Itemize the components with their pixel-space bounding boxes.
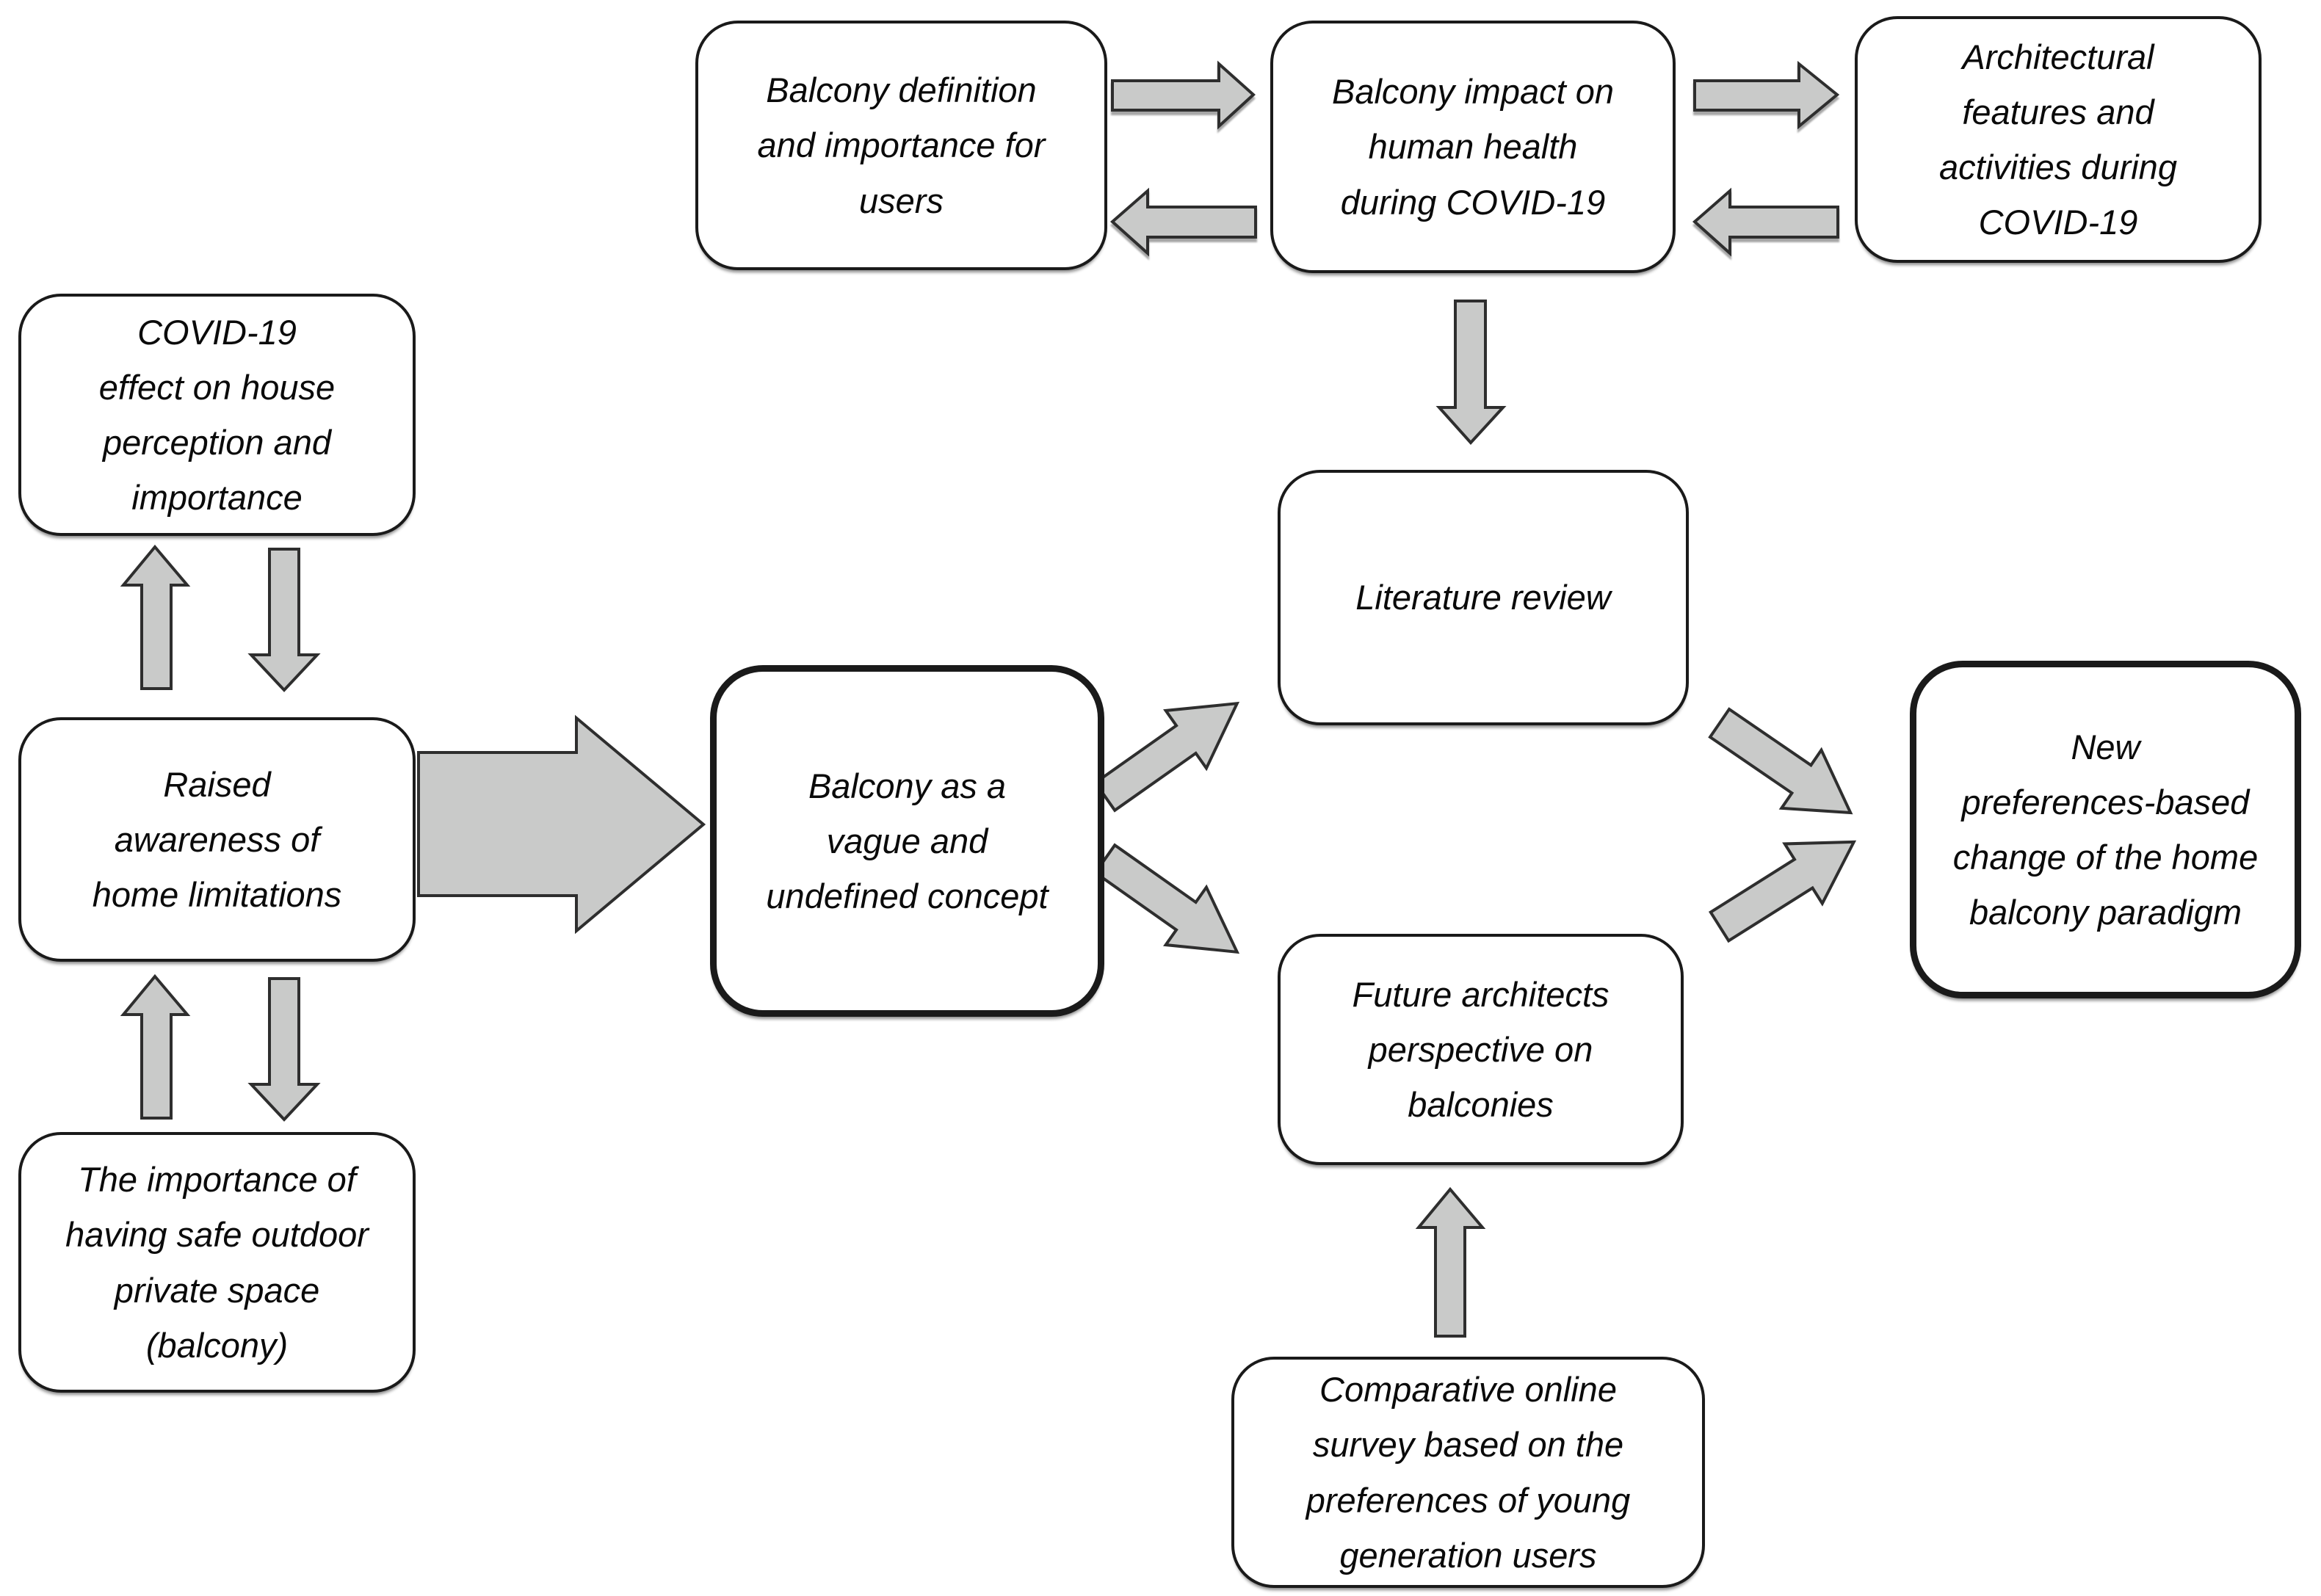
arrow-outdoor-to-raised-icon [120, 973, 191, 1120]
node-balcony-definition: Balcony definition and importance for us… [695, 21, 1107, 270]
node-future-architects: Future architects perspective on balconi… [1278, 934, 1684, 1165]
node-balcony-vague-concept: Balcony as a vague and undefined concept [710, 665, 1104, 1017]
arrow-raised-to-outdoor-icon [247, 977, 321, 1122]
node-literature-review: Literature review [1278, 470, 1689, 725]
node-comparative-survey: Comparative online survey based on the p… [1231, 1357, 1705, 1588]
arrow-literature-to-new-icon [1708, 707, 1853, 815]
arrow-vague-to-literature-icon [1093, 701, 1240, 813]
arrow-architectural-to-impact-icon [1692, 187, 1839, 257]
arrow-future-to-new-icon [1708, 840, 1857, 943]
node-new-paradigm: New preferences-based change of the home… [1910, 661, 2301, 998]
arrow-raised-to-vague-icon [417, 714, 706, 935]
arrow-definition-to-impact-icon [1111, 60, 1256, 130]
node-raised-awareness: Raised awareness of home limitations [18, 717, 416, 962]
arrow-survey-to-future-icon [1415, 1186, 1486, 1338]
node-architectural-features: Architectural features and activities du… [1855, 16, 2262, 263]
node-covid-effect: COVID-19 effect on house perception and … [18, 294, 416, 536]
arrow-raised-to-covid-icon [120, 544, 191, 690]
arrow-impact-to-architectural-icon [1693, 60, 1840, 130]
arrow-impact-to-definition-icon [1109, 187, 1257, 257]
arrow-vague-to-future-icon [1093, 843, 1240, 954]
node-safe-outdoor-space: The importance of having safe outdoor pr… [18, 1132, 416, 1393]
node-balcony-impact: Balcony impact on human health during CO… [1270, 21, 1676, 273]
arrow-impact-to-literature-icon [1435, 300, 1507, 445]
arrow-covid-to-raised-icon [247, 548, 321, 692]
